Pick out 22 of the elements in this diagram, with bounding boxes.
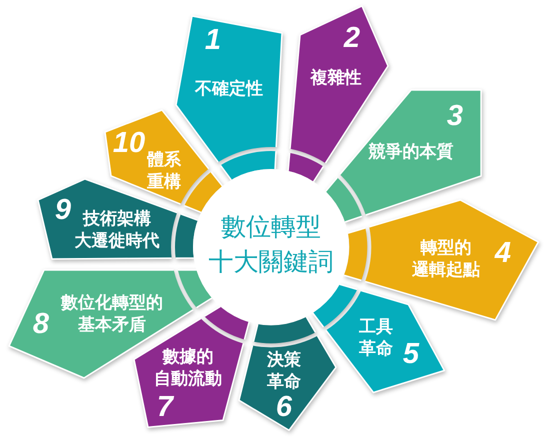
keyword-label: 不確定性 — [195, 78, 263, 100]
number-label: 5 — [402, 338, 420, 369]
keyword-label: 複雜性 — [310, 67, 362, 89]
number-label: 1 — [204, 25, 222, 55]
keyword-label: 技術架構大遷徙時代 — [74, 208, 160, 252]
number-label: 7 — [156, 392, 174, 422]
keyword-label: 數據的自動流動 — [154, 346, 222, 390]
center-title: 數位轉型十大關鍵詞 — [208, 212, 334, 278]
petal-shape — [324, 90, 481, 222]
keyword-label: 數位化轉型的基本矛盾 — [61, 292, 163, 336]
keyword-label: 體系重構 — [147, 149, 181, 193]
number-label: 10 — [112, 128, 146, 158]
number-label: 2 — [344, 23, 360, 53]
number-label: 4 — [494, 238, 512, 268]
keyword-label: 轉型的邏輯起點 — [412, 237, 480, 281]
number-label: 8 — [32, 309, 50, 339]
number-label: 9 — [54, 195, 72, 225]
keyword-label: 決策革命 — [267, 348, 301, 393]
number-label: 3 — [446, 101, 464, 131]
keyword-label: 競爭的本質 — [368, 141, 454, 163]
number-label: 6 — [276, 392, 292, 422]
keyword-label: 工具革命 — [358, 316, 393, 360]
